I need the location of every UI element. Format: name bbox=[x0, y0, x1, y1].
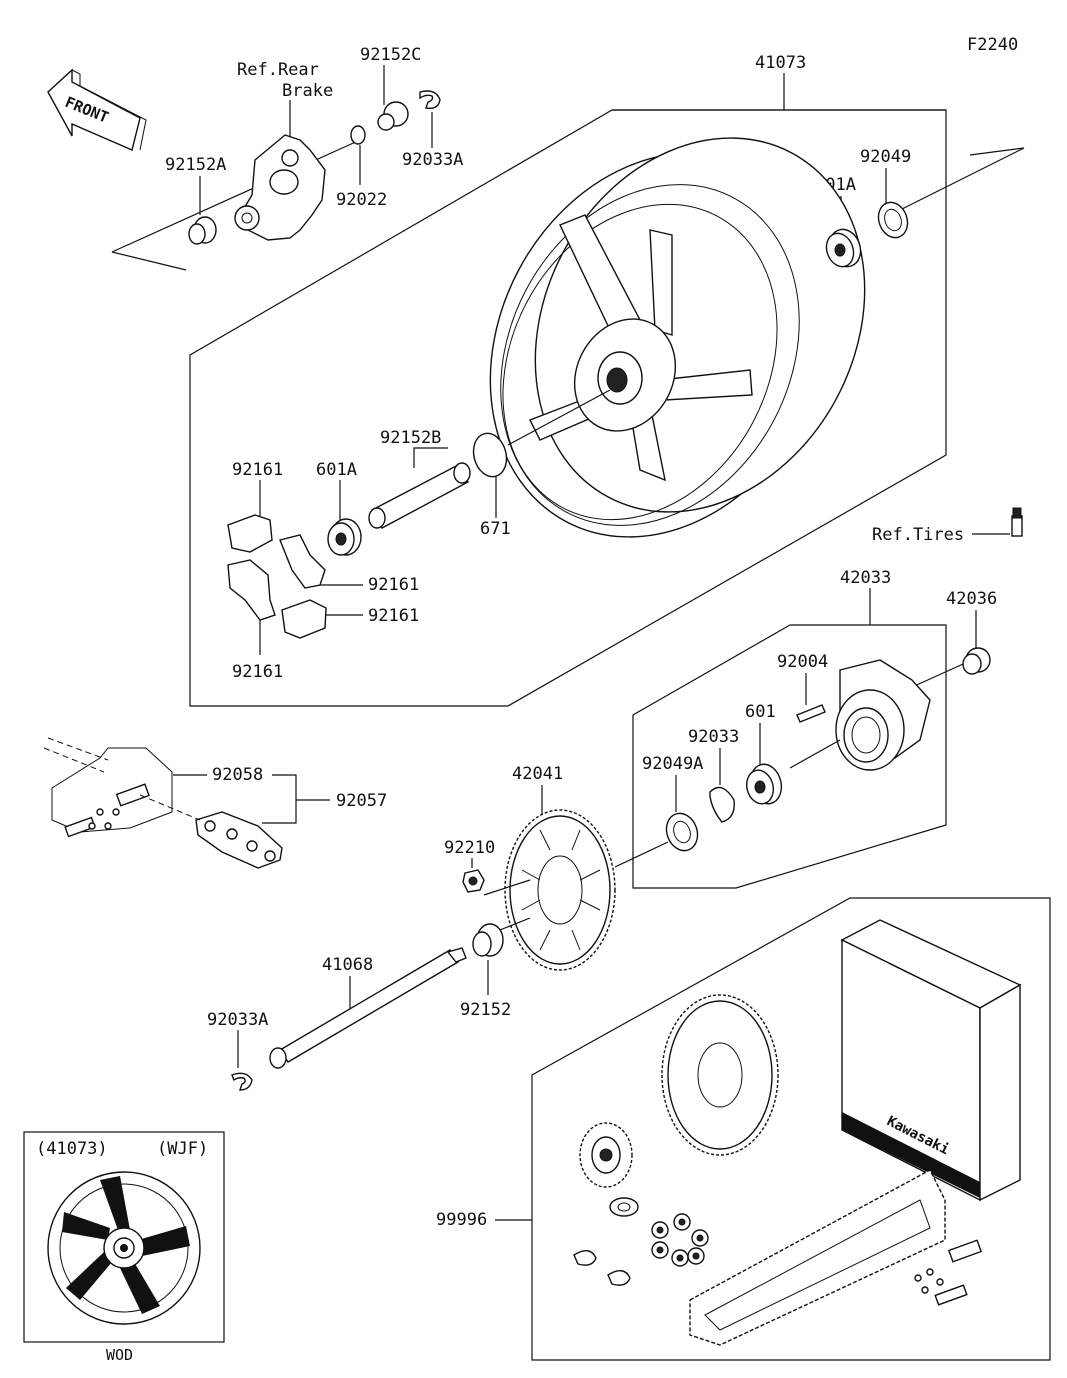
oring-671 bbox=[472, 432, 508, 478]
kit-chain-joint bbox=[914, 1239, 983, 1306]
label-92022: 92022 bbox=[336, 190, 387, 210]
hub-group-frame bbox=[632, 624, 947, 889]
kit-washer bbox=[609, 1197, 639, 1217]
wheel-group-frame bbox=[189, 109, 947, 707]
chain-segment-92057 bbox=[139, 794, 283, 869]
kit-group-frame bbox=[531, 897, 1051, 1361]
label-92004: 92004 bbox=[777, 652, 828, 672]
spacer-92152A bbox=[188, 216, 217, 245]
kit-nuts bbox=[651, 1213, 709, 1267]
collar-92152C bbox=[377, 101, 409, 131]
label-92161-c: 92161 bbox=[368, 606, 419, 626]
label-92033: 92033 bbox=[688, 727, 739, 747]
inset-frame bbox=[23, 1131, 225, 1343]
label-92033A-bot: 92033A bbox=[207, 1010, 268, 1030]
inset-top-left: (41073) bbox=[36, 1139, 108, 1159]
ref-tires-label: Ref.Tires bbox=[872, 525, 964, 545]
label-92210: 92210 bbox=[444, 838, 495, 858]
label-92152: 92152 bbox=[460, 1000, 511, 1020]
rear-sprocket-42041 bbox=[504, 809, 616, 971]
axle-41068 bbox=[269, 947, 467, 1069]
washer-92022 bbox=[350, 125, 366, 145]
label-601: 601 bbox=[745, 702, 776, 722]
bearing-601A-top bbox=[825, 228, 862, 268]
label-99996: 99996 bbox=[436, 1210, 487, 1230]
kit-front-sprocket bbox=[579, 1122, 633, 1188]
label-41073: 41073 bbox=[755, 53, 806, 73]
ref-rear-label-1: Ref.Rear bbox=[237, 60, 319, 80]
label-42036: 42036 bbox=[946, 589, 997, 609]
kit-clip-2 bbox=[607, 1270, 631, 1286]
label-92152A: 92152A bbox=[165, 155, 226, 175]
label-92161-b: 92161 bbox=[368, 575, 419, 595]
sprocket-hub-42033 bbox=[835, 659, 931, 771]
label-601A-mid: 601A bbox=[316, 460, 357, 480]
label-92152B: 92152B bbox=[380, 428, 441, 448]
circlip-92033A-top bbox=[419, 90, 441, 110]
label-42041: 42041 bbox=[512, 764, 563, 784]
figure-code: F2240 bbox=[967, 35, 1018, 55]
damper-92161-set bbox=[227, 514, 327, 639]
label-92161-a: 92161 bbox=[232, 460, 283, 480]
sleeve-92152B bbox=[368, 462, 471, 529]
label-92049: 92049 bbox=[860, 147, 911, 167]
ref-rear-label-2: Brake bbox=[282, 81, 333, 101]
label-42033: 42033 bbox=[840, 568, 891, 588]
label-41068: 41068 bbox=[322, 955, 373, 975]
rear-wheel-41073 bbox=[489, 137, 866, 538]
circlip-92033 bbox=[709, 786, 735, 823]
front-arrow-icon: FRONT bbox=[47, 68, 147, 151]
label-92161-d: 92161 bbox=[232, 662, 283, 682]
circlip-92033A-bot bbox=[231, 1072, 253, 1091]
stud-92004 bbox=[796, 704, 826, 723]
label-92049A: 92049A bbox=[642, 754, 703, 774]
inset-wheel-icon bbox=[47, 1171, 201, 1325]
label-92152C: 92152C bbox=[360, 45, 421, 65]
kit-chain bbox=[689, 1169, 946, 1346]
seal-92049 bbox=[877, 201, 909, 239]
bearing-601 bbox=[745, 763, 783, 805]
kit-rear-sprocket bbox=[661, 994, 779, 1156]
inset-top-right: (WJF) bbox=[157, 1139, 208, 1159]
seal-92049A bbox=[665, 812, 699, 852]
label-92058: 92058 bbox=[212, 765, 263, 785]
kit-clip-1 bbox=[573, 1250, 597, 1266]
bearing-601A-mid bbox=[327, 518, 362, 556]
inset-bottom: WOD bbox=[106, 1346, 133, 1364]
label-92057: 92057 bbox=[336, 791, 387, 811]
label-671: 671 bbox=[480, 519, 511, 539]
rear-brake-bracket bbox=[234, 134, 326, 241]
valve-stem-icon bbox=[1011, 507, 1023, 537]
spacer-92152 bbox=[472, 923, 504, 957]
chain-joint-92058 bbox=[43, 737, 173, 838]
kit-box: Kawasaki bbox=[840, 919, 1022, 1202]
label-92033A-top: 92033A bbox=[402, 150, 463, 170]
collar-42036 bbox=[962, 647, 991, 675]
nut-92210 bbox=[462, 869, 485, 893]
